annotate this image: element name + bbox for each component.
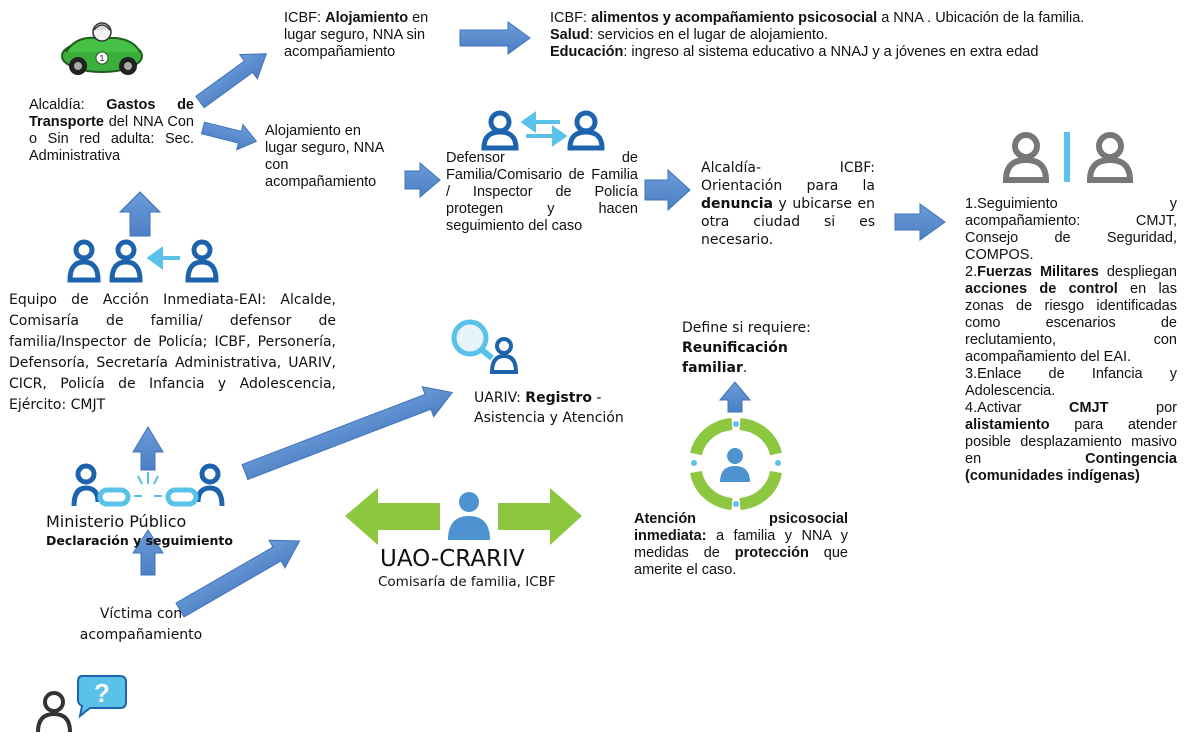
icbf-services-text: ICBF: alimentos y acompañamiento psicoso… — [550, 10, 1180, 61]
question-person-icon: ? — [36, 675, 127, 732]
green-arrow-right — [498, 488, 582, 545]
acciones-2-bold1: Fuerzas Militares — [977, 264, 1099, 280]
svg-text:?: ? — [94, 678, 110, 708]
acciones-4-mid2: para atender posible desplazamiento masi… — [965, 417, 1177, 467]
icbf-line-3: Educación: ingreso al sistema educativo … — [550, 44, 1180, 61]
people-divider-icon — [1002, 132, 1134, 183]
acciones-item-2: 2.Fuerzas Militares despliegan acciones … — [965, 264, 1177, 366]
uariv-suffix: - Asistencia y Atención — [474, 390, 624, 426]
icbf-l3-bold: Educación — [550, 44, 624, 60]
icbf-l1-prefix: ICBF: — [550, 10, 592, 26]
orientacion-prefix: Alcaldía- ICBF: Orientación para la — [701, 160, 875, 194]
person-cycle-icon — [690, 418, 782, 510]
ministerio-subtitle: Declaración y seguimiento — [46, 533, 233, 548]
arrow-diag-uariv — [241, 386, 454, 481]
icbf-alojamiento-text: ICBF: Alojamiento en lugar seguro, NNA s… — [284, 10, 434, 61]
arrow-diag-uao — [175, 539, 301, 618]
arrow-up-alcaldia — [118, 191, 162, 237]
acciones-4-bold2: alistamiento — [965, 417, 1050, 433]
arrow-to-defensor — [404, 161, 441, 199]
reunificacion-suffix: . — [742, 360, 748, 376]
acciones-4-prefix: 4.Activar — [965, 400, 1069, 416]
alcaldia-prefix: Alcaldía: — [29, 97, 107, 113]
arrow-diag-aloj — [195, 53, 268, 109]
acciones-list: 1.Seguimiento y acompañamiento: CMJT, Co… — [965, 196, 1177, 485]
orientacion-denuncia-text: Alcaldía- ICBF: Orientación para la denu… — [701, 159, 875, 249]
atencion-mid: a familia y NNA y medidas de — [634, 528, 848, 561]
defensor-familia-text: Defensor de Familia/Comisario de Familia… — [446, 150, 638, 234]
icbf-l2-suffix: : servicios en el lugar de alojamiento. — [589, 27, 829, 43]
uao-crariv-block: UAO-CRARIV Comisaría de familia, ICBF — [378, 545, 618, 591]
uariv-registro-text: UARIV: Registro - Asistencia y Atención — [474, 388, 624, 428]
person-icon — [448, 492, 490, 540]
ministerio-title: Ministerio Público — [46, 512, 187, 531]
alojamiento-acompanamiento-text: Alojamiento en lugar seguro, NNA con aco… — [265, 123, 384, 190]
icbf-l2-bold: Salud — [550, 27, 590, 43]
alcaldia-suffix: del NNA Con o Sin red adulta: Sec. Admin… — [29, 114, 194, 164]
acciones-4-mid1: por — [1108, 400, 1177, 416]
ministerio-publico-block: Ministerio Público Declaración y seguimi… — [46, 512, 276, 550]
team-arrow-icon — [67, 239, 219, 283]
atencion-suffix: que amerite el caso. — [634, 545, 848, 578]
uao-title: UAO-CRARIV — [380, 546, 525, 572]
green-arrow-left — [345, 488, 440, 545]
reunificacion-label: Define si requiere: — [682, 320, 811, 336]
atencion-psicosocial-text: Atención psicosocial inmediata: a famili… — [634, 511, 848, 579]
acciones-2-mid: despliegan — [1098, 264, 1177, 280]
acciones-2-suffix: en las zonas de riesgo identificadas com… — [965, 281, 1177, 365]
uao-subtitle: Comisaría de familia, ICBF — [378, 574, 556, 590]
icbf-l3-suffix: : ingreso al sistema educativo a NNAJ y … — [623, 44, 1039, 60]
arrow-to-orientacion — [644, 168, 691, 212]
alcaldia-bold: Gastos de Transporte — [29, 97, 194, 130]
alcaldia-transporte-text: Alcaldía: Gastos de Transporte del NNA C… — [29, 97, 194, 165]
arrow-to-icbf-top — [459, 21, 531, 55]
icbf-l1-bold: alimentos y acompañamiento psicosocial — [591, 10, 878, 26]
acciones-2-prefix: 2. — [965, 264, 978, 280]
people-exchange-icon — [481, 110, 605, 151]
arrow-up-reunificacion — [718, 381, 752, 413]
acciones-item-3: 3.Enlace de Infancia y Adolescencia. — [965, 366, 1177, 399]
icbf-aloj-suffix: en lugar seguro, NNA sin acompañamiento — [284, 10, 429, 60]
atencion-bold1: Atención psicosocial inmediata: — [634, 511, 848, 544]
reunificacion-bold: Reunificación familiar — [682, 340, 788, 376]
icbf-line-1: ICBF: alimentos y acompañamiento psicoso… — [550, 10, 1180, 27]
broken-chain-people-icon — [71, 463, 225, 507]
victima-text: Víctima con acompañamiento — [79, 606, 203, 643]
uariv-prefix: UARIV: — [474, 390, 526, 406]
orientacion-bold: denuncia — [701, 196, 773, 212]
arrow-up-ministerio — [132, 529, 164, 576]
uariv-bold: Registro — [525, 390, 592, 406]
search-person-icon — [451, 319, 519, 374]
acciones-4-bold1: CMJT — [1068, 400, 1109, 416]
arrow-to-right-list — [894, 203, 946, 241]
acciones-item-4: 4.Activar CMJT por alistamiento para ate… — [965, 400, 1177, 485]
icbf-aloj-prefix: ICBF: — [284, 10, 326, 26]
acciones-2-bold2: acciones de control — [965, 281, 1118, 297]
race-car-icon: 1 — [61, 22, 143, 75]
icbf-l1-suffix: a NNA . Ubicación de la familia. — [877, 10, 1085, 26]
acciones-4-bold3: Contingencia (comunidades indígenas) — [965, 451, 1177, 484]
acciones-item-1: 1.Seguimiento y acompañamiento: CMJT, Co… — [965, 196, 1177, 263]
eai-members-text: Equipo de Acción Inmediata-EAI: Alcalde,… — [9, 292, 336, 413]
atencion-bold2: protección — [734, 545, 809, 561]
svg-text:1: 1 — [100, 54, 105, 63]
arrow-diag-aloj2 — [200, 121, 258, 151]
orientacion-suffix: y ubicarse en otra ciudad si es necesari… — [701, 196, 875, 248]
icbf-line-2: Salud: servicios en el lugar de alojamie… — [550, 27, 1180, 44]
arrow-up-eai — [132, 426, 164, 471]
reunificacion-text: Define si requiere: Reunificación famili… — [682, 318, 842, 378]
icbf-aloj-bold: Alojamiento — [325, 10, 409, 26]
